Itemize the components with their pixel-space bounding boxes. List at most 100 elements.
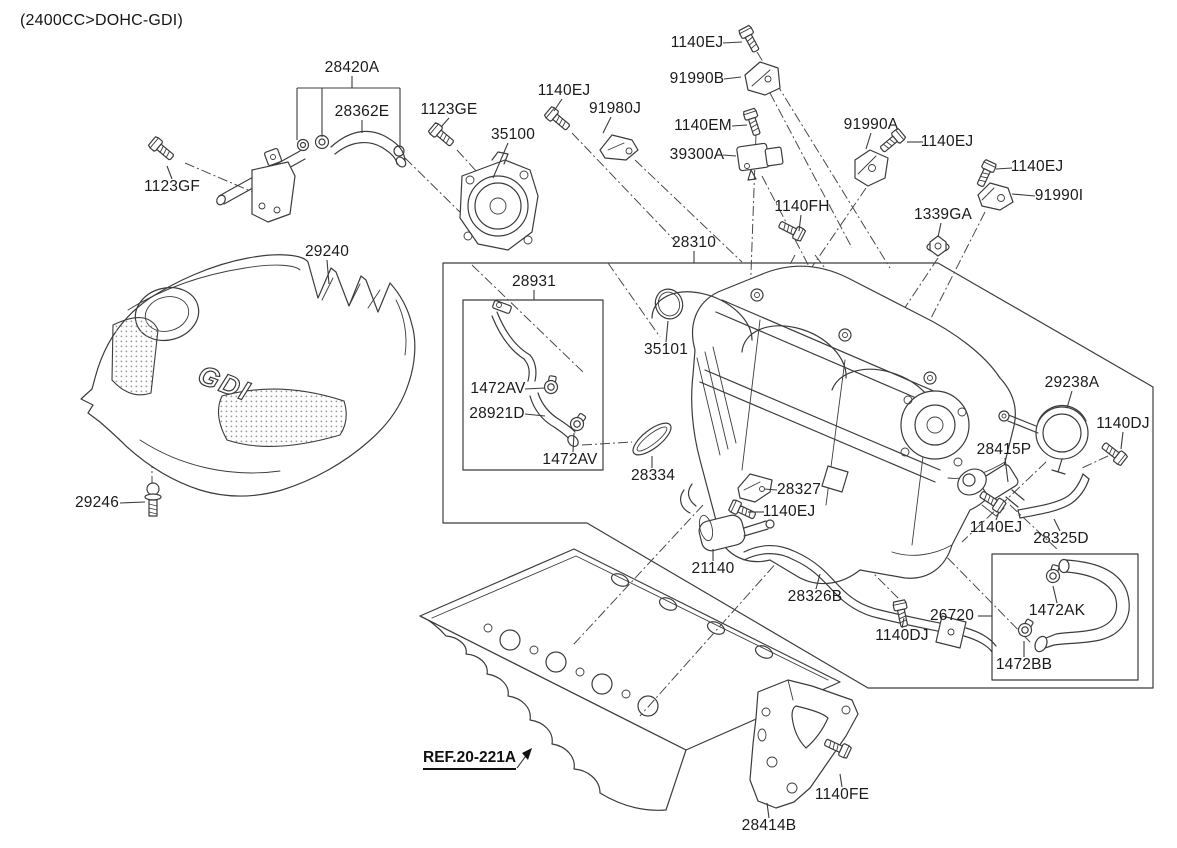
bracket-91990B-art	[744, 61, 781, 96]
part-label-21140[interactable]: 21140	[691, 560, 735, 577]
leader-29240	[326, 259, 330, 285]
part-label-28334[interactable]: 28334	[630, 467, 676, 484]
part-label-91980J[interactable]: 91980J	[588, 100, 642, 117]
leader-28414B	[766, 802, 770, 819]
part-label-1140FH[interactable]: 1140FH	[774, 198, 830, 215]
group-box-hose	[991, 553, 1139, 681]
purge-valve-art	[957, 464, 1025, 517]
leader-1472AK	[1052, 585, 1058, 604]
ref-link-20-221A[interactable]: REF.20-221A	[423, 749, 517, 770]
leader-28325D	[1053, 518, 1061, 532]
part-label-1472AV[interactable]: 1472AV	[542, 451, 598, 468]
leader-1140EJ	[722, 41, 743, 44]
part-label-39300A[interactable]: 39300A	[669, 146, 725, 163]
part-label-28327[interactable]: 28327	[776, 481, 822, 498]
group-box-manifold	[442, 262, 1154, 689]
pcv-pipe-assembly-art	[216, 130, 407, 223]
part-label-1140EJ[interactable]: 1140EJ	[920, 133, 974, 150]
intake-manifold-art	[651, 265, 1016, 585]
part-label-1140FE[interactable]: 1140FE	[814, 786, 870, 803]
engine-cover-art: GDI	[80, 254, 416, 497]
part-label-29246[interactable]: 29246	[74, 494, 120, 511]
bracket-91980J-art	[599, 134, 639, 161]
part-label-1472BB[interactable]: 1472BB	[995, 656, 1053, 673]
breather-pipe-art	[491, 300, 590, 448]
group-box-breather	[462, 299, 604, 471]
bracket-91990I-art	[977, 182, 1014, 211]
part-label-26720[interactable]: 26720	[929, 607, 975, 624]
part-label-1140EJ[interactable]: 1140EJ	[537, 82, 591, 99]
part-label-1140DJ[interactable]: 1140DJ	[875, 627, 929, 644]
part-label-1140EM[interactable]: 1140EM	[674, 117, 732, 134]
part-label-29240[interactable]: 29240	[304, 243, 350, 260]
leader-35101	[665, 320, 669, 343]
part-label-1123GF[interactable]: 1123GF	[143, 178, 201, 195]
part-label-28414B[interactable]: 28414B	[741, 817, 797, 834]
part-label-1472AV[interactable]: 1472AV	[470, 380, 526, 397]
throttle-body-art	[459, 151, 539, 251]
part-label-1123GE[interactable]: 1123GE	[420, 101, 478, 118]
leader-39300A	[722, 154, 737, 157]
leader-1140DJ	[1120, 431, 1124, 450]
part-label-1140EJ[interactable]: 1140EJ	[762, 503, 816, 520]
part-label-1472AK[interactable]: 1472AK	[1028, 602, 1086, 619]
part-label-1339GA[interactable]: 1339GA	[913, 206, 973, 223]
part-label-91990I[interactable]: 91990I	[1034, 187, 1084, 204]
leader-1140EJ	[995, 167, 1013, 170]
part-label-28420A[interactable]: 28420A	[324, 59, 380, 76]
part-label-1140EJ[interactable]: 1140EJ	[1010, 158, 1064, 175]
part-label-35101[interactable]: 35101	[643, 341, 689, 358]
leader-1140FE	[839, 773, 843, 788]
leader-28326B	[815, 573, 821, 590]
leader-29246	[119, 501, 146, 504]
ref-arrow	[516, 748, 532, 769]
part-label-29238A[interactable]: 29238A	[1044, 374, 1100, 391]
part-label-28415P[interactable]: 28415P	[976, 441, 1032, 458]
mount-bracket-28414B-art	[749, 679, 859, 809]
leader-91990A	[865, 132, 872, 150]
clip-1339GA-art	[926, 235, 950, 257]
leader-1472AV	[524, 387, 546, 390]
cylinder-head-art	[419, 548, 841, 811]
part-label-28931[interactable]: 28931	[511, 273, 557, 290]
leader-35100	[492, 142, 509, 179]
part-label-1140EJ[interactable]: 1140EJ	[969, 519, 1023, 536]
canister-pipe-21140-art	[680, 483, 775, 552]
leader-91990B	[723, 76, 742, 80]
gasket-art	[632, 422, 672, 456]
o-ring-art	[654, 288, 684, 320]
leader-28327	[763, 488, 778, 491]
leader-1472AV	[572, 432, 575, 453]
part-label-35100[interactable]: 35100	[490, 126, 536, 143]
part-label-28310[interactable]: 28310	[671, 234, 717, 251]
leader-1140FH	[798, 214, 802, 232]
leader-1123GF	[166, 165, 173, 180]
part-label-28921D[interactable]: 28921D	[469, 405, 525, 422]
part-label-1140EJ[interactable]: 1140EJ	[670, 34, 724, 51]
cover-pin-29246-art	[144, 482, 162, 517]
leader-28921D	[524, 413, 546, 417]
part-label-28362E[interactable]: 28362E	[334, 103, 390, 120]
leader-1140EJ	[995, 511, 1000, 521]
part-label-28326B[interactable]: 28326B	[787, 588, 843, 605]
part-label-91990A[interactable]: 91990A	[843, 116, 899, 133]
map-sensor-art	[736, 142, 784, 181]
leader-28415P	[1004, 457, 1009, 483]
vacuum-actuator-art	[998, 404, 1089, 475]
hose-28325D-art	[1017, 473, 1090, 519]
leader-29238A	[1066, 390, 1073, 409]
part-label-28325D[interactable]: 28325D	[1033, 530, 1089, 547]
leader-lines	[119, 41, 1124, 819]
part-label-1140DJ[interactable]: 1140DJ	[1096, 415, 1150, 432]
bracket-91990A-art	[854, 149, 889, 187]
leader-91980J	[602, 116, 612, 134]
leader-91990I	[1011, 193, 1036, 197]
bracket-28327-art	[737, 473, 773, 503]
vapor-tube-26720-art	[1015, 558, 1130, 653]
diagram-title: (2400CC>DOHC-GDI)	[20, 12, 183, 29]
leader-1123GE	[440, 117, 450, 128]
leader-1140DJ	[901, 617, 905, 629]
part-label-91990B[interactable]: 91990B	[669, 70, 725, 87]
